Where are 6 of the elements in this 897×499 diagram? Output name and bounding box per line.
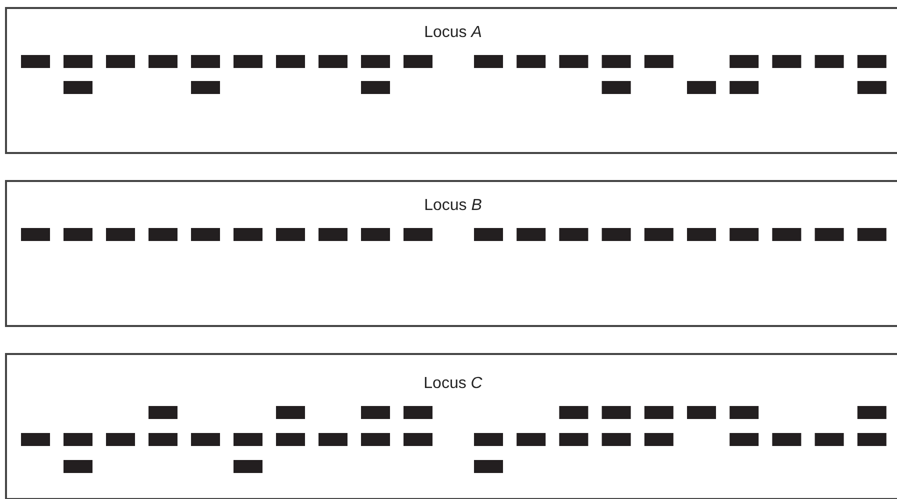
locus-panel <box>5 180 897 327</box>
locus-panel <box>5 7 897 154</box>
locus-title: Locus B <box>423 196 483 216</box>
locus-title: Locus C <box>422 374 484 394</box>
locus-panel <box>5 353 897 499</box>
locus-title: Locus A <box>423 23 483 43</box>
